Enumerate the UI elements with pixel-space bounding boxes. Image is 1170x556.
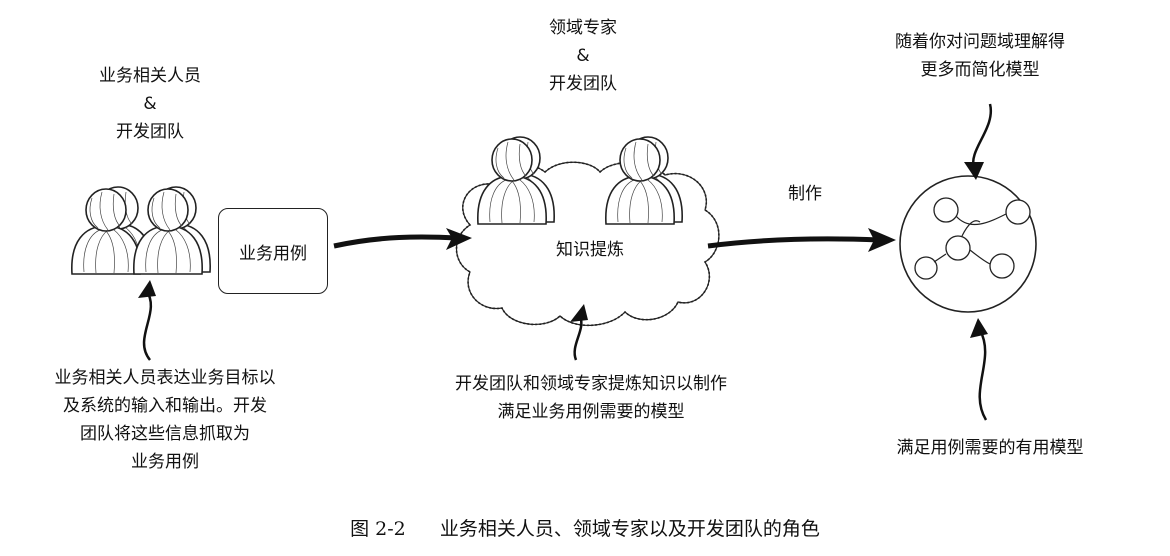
simplify-line: 更多而简化模型 (920, 60, 1040, 80)
cloud-label: 知识提炼 (556, 240, 624, 260)
distill-note: 开发团队和领域专家提炼知识以制作 满足业务用例需要的模型 (446, 370, 736, 426)
business-note: 业务相关人员表达业务目标以 及系统的输入和输出。开发 团队将这些信息抓取为 业务… (40, 364, 290, 476)
distill-note-line: 开发团队和领域专家提炼知识以制作 (455, 374, 727, 394)
arrow-simplify (971, 103, 993, 169)
model-icon (899, 175, 1037, 313)
group1-line: & (143, 94, 157, 114)
group2-line: & (576, 46, 590, 66)
figure-title: 业务相关人员、领域专家以及开发团队的角色 (439, 518, 820, 540)
business-note-line: 业务用例 (131, 452, 199, 472)
group1-line: 开发团队 (116, 122, 184, 142)
arrow-usecase-to-cloud (333, 234, 459, 249)
arrow-cloud-to-model (707, 236, 881, 249)
simplify-line: 随着你对问题域理解得 (895, 32, 1065, 52)
use-case-label: 业务用例 (239, 243, 307, 264)
distill-note-line: 满足业务用例需要的模型 (497, 402, 685, 422)
model-note: 满足用例需要的有用模型 (896, 438, 1084, 458)
simplify-label: 随着你对问题域理解得 更多而简化模型 (880, 28, 1080, 84)
arrow-business-note (142, 289, 153, 361)
figure-caption: 图 2-2 业务相关人员、领域专家以及开发团队的角色 (0, 514, 1170, 541)
business-note-line: 团队将这些信息抓取为 (80, 424, 250, 444)
arrow-model-note (978, 329, 988, 421)
business-note-line: 业务相关人员表达业务目标以 (54, 368, 276, 388)
use-case-box: 业务用例 (218, 208, 328, 294)
group2-title: 领域专家 & 开发团队 (528, 14, 638, 98)
group1-title: 业务相关人员 & 开发团队 (80, 62, 220, 146)
group2-line: 领域专家 (549, 18, 617, 38)
figure-number: 图 2-2 (350, 518, 406, 540)
business-note-line: 及系统的输入和输出。开发 (63, 396, 267, 416)
produce-label: 制作 (788, 184, 822, 204)
group1-line: 业务相关人员 (99, 66, 201, 86)
group2-line: 开发团队 (549, 74, 617, 94)
